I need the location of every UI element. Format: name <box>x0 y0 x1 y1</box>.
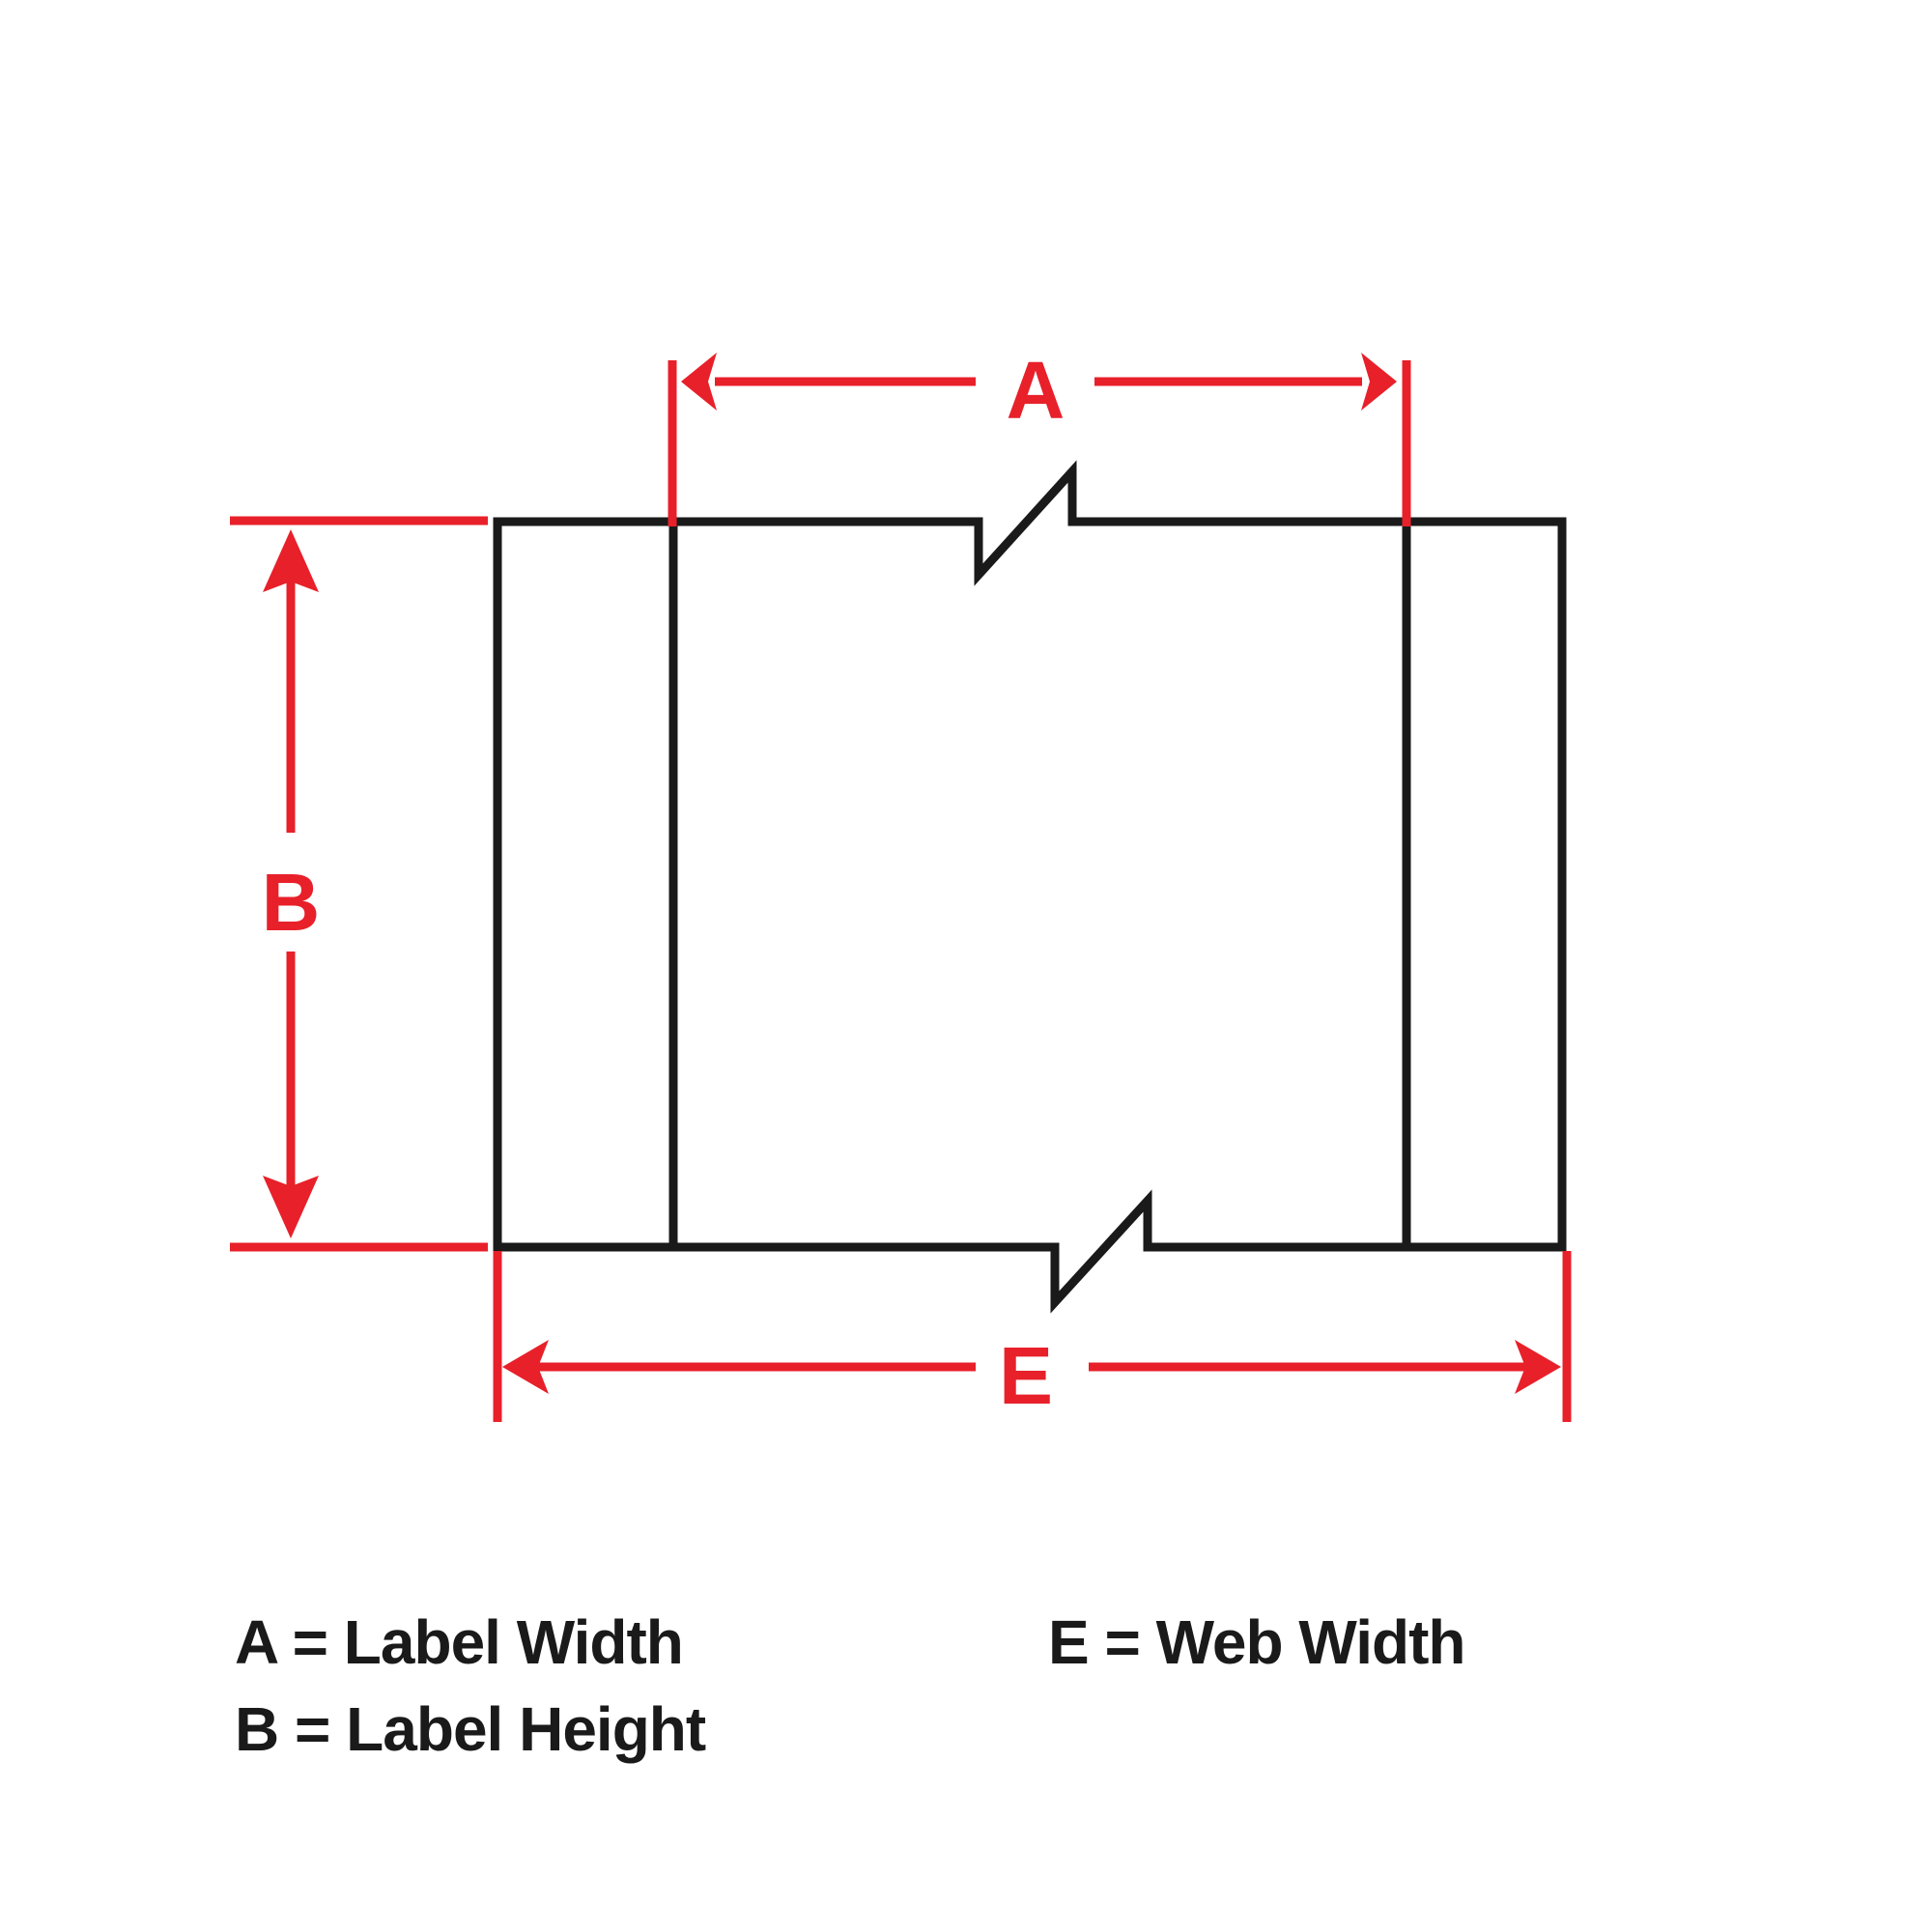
arrowhead-right-icon <box>1361 353 1397 411</box>
web-outline-path <box>493 460 1567 1314</box>
arrowhead-left-icon <box>502 1340 549 1394</box>
dimension-b-letter: B <box>261 857 321 948</box>
dimension-a <box>668 353 1411 526</box>
arrowhead-up-icon <box>263 529 319 592</box>
arrowhead-left-icon <box>681 353 717 411</box>
arrowhead-down-icon <box>263 1176 319 1238</box>
dimension-b <box>230 516 488 1252</box>
dimension-e <box>493 1251 1572 1422</box>
dimension-a-letter: A <box>1006 345 1065 436</box>
legend-item-label-height: B = Label Height <box>235 1694 706 1764</box>
legend-item-label-width: A = Label Width <box>235 1607 684 1677</box>
label-web-outline <box>493 460 1567 1314</box>
arrowhead-right-icon <box>1515 1340 1561 1394</box>
legend-item-web-width: E = Web Width <box>1048 1607 1465 1677</box>
dimension-e-letter: E <box>998 1330 1054 1421</box>
